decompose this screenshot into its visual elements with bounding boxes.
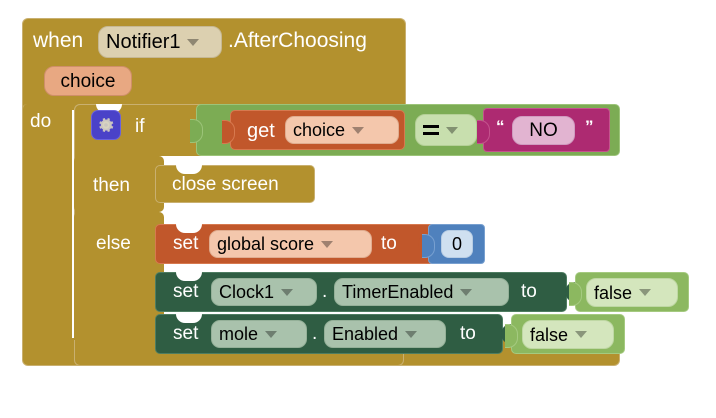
logic-false-value: false — [594, 282, 633, 303]
set-mole-component-dropdown[interactable]: mole — [211, 320, 307, 348]
set-mole-property-name: Enabled — [332, 324, 399, 344]
chevron-down-icon — [265, 330, 278, 338]
set-mole-to-label: to — [460, 323, 476, 344]
number-block-field[interactable]: 0 — [441, 230, 473, 258]
logic-false-value: false — [530, 324, 569, 345]
equals-icon — [423, 124, 439, 136]
text-string-value: NO — [529, 120, 558, 141]
set-global-top-notch — [176, 224, 202, 233]
if-block-then-row[interactable] — [74, 156, 164, 212]
if-label: if — [135, 116, 145, 137]
event-do-label: do — [30, 111, 52, 132]
operator-dropdown[interactable]: = — [415, 114, 477, 146]
event-component-dropdown[interactable]: Notifier1 — [98, 26, 222, 58]
set-clock-top-notch — [176, 272, 202, 281]
set-clock-property-name: TimerEnabled — [342, 282, 454, 302]
then-label: then — [93, 175, 130, 196]
close-screen-top-notch — [176, 165, 202, 174]
set-mole-separator: . — [312, 323, 318, 344]
chevron-down-icon — [460, 288, 473, 296]
chevron-down-icon — [405, 330, 418, 338]
chevron-down-icon — [446, 126, 458, 134]
get-variable-dropdown[interactable]: choice — [285, 116, 399, 144]
number-value: 0 — [451, 234, 462, 254]
set-global-variable-dropdown[interactable]: global score — [209, 230, 372, 258]
set-mole-keyword: set — [173, 323, 199, 344]
get-variable-name: choice — [293, 120, 346, 140]
if-block-else-row[interactable] — [74, 212, 164, 352]
set-mole-component-name: mole — [219, 324, 259, 344]
chevron-down-icon — [187, 38, 200, 46]
set-clock-component-dropdown[interactable]: Clock1 — [211, 278, 317, 306]
logic-false-dropdown-clock[interactable]: false — [586, 278, 678, 307]
set-mole-top-notch — [176, 314, 202, 323]
gear-icon[interactable] — [91, 110, 121, 140]
set-clock-separator: . — [322, 281, 328, 302]
set-global-to-label: to — [381, 233, 397, 254]
event-when-label: when — [33, 29, 84, 52]
event-block-left-column[interactable] — [22, 104, 72, 354]
text-string-field[interactable]: NO — [512, 116, 575, 145]
set-clock-to-label: to — [521, 281, 537, 302]
close-screen-label: close screen — [172, 174, 279, 195]
event-component-label: Notifier1 — [106, 31, 181, 53]
get-keyword-label: get — [247, 120, 275, 142]
chevron-down-icon — [639, 289, 652, 296]
set-global-variable-name: global score — [217, 234, 315, 254]
close-quote: ” — [585, 117, 594, 136]
set-clock-property-dropdown[interactable]: TimerEnabled — [334, 278, 509, 306]
event-name-label: .AfterChoosing — [228, 29, 367, 52]
chevron-down-icon — [281, 288, 294, 296]
if-block-top-notch — [96, 104, 122, 113]
else-label: else — [96, 233, 131, 254]
chevron-down-icon — [352, 126, 365, 134]
set-clock-component-name: Clock1 — [219, 282, 275, 302]
set-mole-property-dropdown[interactable]: Enabled — [324, 320, 446, 348]
chevron-down-icon — [575, 331, 588, 338]
event-parameter-label: choice — [60, 70, 116, 92]
event-parameter-choice[interactable]: choice — [44, 66, 132, 96]
open-quote: “ — [496, 117, 505, 136]
set-global-keyword: set — [173, 233, 199, 254]
set-clock-keyword: set — [173, 281, 199, 302]
logic-false-dropdown-mole[interactable]: false — [522, 320, 614, 349]
chevron-down-icon — [321, 240, 334, 248]
